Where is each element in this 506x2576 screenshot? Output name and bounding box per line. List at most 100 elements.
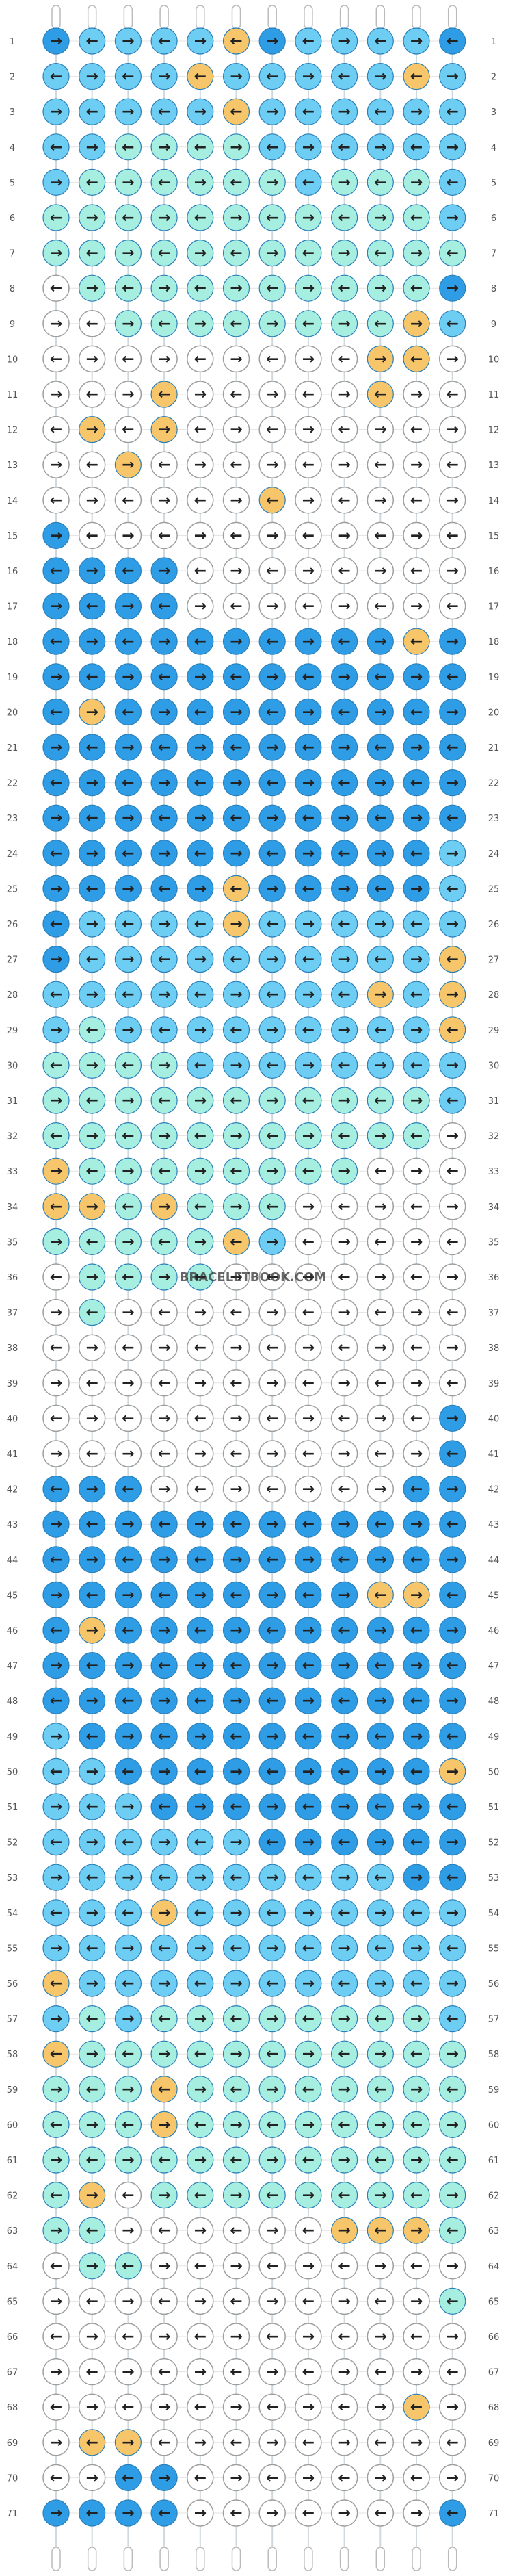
knot[interactable]: ← — [114, 1193, 142, 1220]
knot[interactable]: → — [150, 1829, 178, 1856]
knot[interactable]: ← — [42, 981, 70, 1008]
knot[interactable]: → — [367, 981, 394, 1008]
knot[interactable]: → — [79, 1546, 106, 1573]
knot[interactable]: ← — [367, 1652, 394, 1679]
knot[interactable]: ← — [187, 2323, 214, 2350]
knot[interactable]: → — [367, 2252, 395, 2280]
knot[interactable]: → — [114, 1440, 142, 1467]
knot[interactable]: → — [78, 1334, 106, 1361]
knot[interactable]: ← — [114, 1404, 142, 1432]
knot[interactable]: → — [42, 2005, 70, 2033]
knot[interactable]: ← — [403, 1617, 430, 1644]
knot[interactable]: ← — [42, 345, 70, 373]
knot[interactable]: → — [367, 840, 394, 867]
knot[interactable]: → — [331, 1016, 358, 1044]
knot[interactable]: ← — [295, 1793, 322, 1820]
knot[interactable]: → — [114, 2005, 142, 2033]
knot[interactable]: → — [114, 2076, 142, 2103]
knot[interactable]: → — [42, 2499, 70, 2527]
knot[interactable]: ← — [258, 981, 286, 1008]
knot[interactable]: → — [403, 1087, 430, 1114]
knot[interactable]: → — [367, 698, 394, 726]
knot[interactable]: → — [187, 592, 214, 620]
knot[interactable]: → — [403, 1934, 430, 1961]
knot[interactable]: ← — [150, 1934, 178, 1961]
knot[interactable]: → — [79, 769, 106, 797]
knot[interactable]: → — [258, 381, 286, 408]
knot[interactable]: ← — [367, 2429, 395, 2456]
knot[interactable]: ← — [42, 1829, 70, 1856]
knot[interactable]: ← — [42, 628, 70, 655]
knot[interactable]: → — [79, 1122, 106, 1150]
knot[interactable]: ← — [187, 1193, 214, 1220]
knot[interactable]: → — [331, 945, 358, 973]
knot[interactable]: ← — [187, 628, 214, 655]
knot[interactable]: ← — [79, 1228, 106, 1256]
knot[interactable]: ← — [295, 875, 322, 903]
knot[interactable]: → — [187, 2217, 214, 2244]
knot[interactable]: ← — [439, 1723, 466, 1750]
knot[interactable]: → — [114, 168, 142, 196]
knot[interactable]: ← — [150, 1369, 178, 1397]
knot[interactable]: → — [403, 945, 430, 973]
knot[interactable]: → — [438, 557, 466, 584]
knot[interactable]: ← — [403, 1687, 430, 1714]
knot[interactable]: → — [367, 1617, 394, 1644]
knot[interactable]: ← — [187, 2252, 214, 2280]
knot[interactable]: ← — [258, 2182, 286, 2209]
knot[interactable]: → — [295, 2323, 322, 2350]
knot[interactable]: ← — [222, 1864, 250, 1891]
knot[interactable]: → — [367, 1687, 394, 1714]
knot[interactable]: → — [439, 2182, 466, 2209]
knot[interactable]: → — [367, 1193, 395, 1220]
knot[interactable]: → — [222, 1122, 250, 1150]
knot[interactable]: ← — [367, 240, 394, 267]
knot[interactable]: → — [187, 1087, 214, 1114]
knot[interactable]: ← — [438, 451, 466, 478]
knot[interactable]: ← — [258, 2323, 286, 2350]
knot[interactable]: → — [403, 1298, 430, 1326]
knot[interactable]: ← — [403, 1546, 430, 1573]
knot[interactable]: ← — [295, 1087, 322, 1114]
knot[interactable]: → — [187, 945, 214, 973]
knot[interactable]: ← — [42, 1051, 70, 1079]
knot[interactable]: ← — [367, 734, 394, 761]
knot[interactable]: ← — [222, 451, 250, 478]
knot[interactable]: → — [42, 2358, 70, 2386]
knot[interactable]: → — [42, 1157, 70, 1185]
knot[interactable]: ← — [42, 2111, 70, 2138]
knot[interactable]: → — [295, 1122, 322, 1150]
knot[interactable]: → — [114, 1369, 142, 1397]
knot[interactable]: → — [403, 663, 430, 691]
knot[interactable]: → — [258, 1864, 286, 1891]
knot[interactable]: → — [150, 133, 178, 161]
knot[interactable]: → — [42, 310, 70, 337]
knot[interactable]: → — [114, 2499, 142, 2527]
knot[interactable]: ← — [331, 2040, 358, 2068]
knot[interactable]: ← — [295, 168, 322, 196]
knot[interactable]: ← — [258, 698, 286, 726]
knot[interactable]: → — [403, 1510, 430, 1538]
knot[interactable]: ← — [438, 592, 466, 620]
knot[interactable]: ← — [222, 381, 250, 408]
knot[interactable]: → — [258, 1157, 286, 1185]
knot[interactable]: → — [295, 274, 322, 302]
knot[interactable]: → — [295, 557, 322, 584]
knot[interactable]: ← — [222, 1016, 250, 1044]
knot[interactable]: → — [403, 734, 430, 761]
knot[interactable]: ← — [114, 487, 142, 514]
knot[interactable]: → — [114, 592, 142, 620]
knot[interactable]: ← — [222, 521, 250, 550]
knot[interactable]: → — [403, 2076, 430, 2103]
knot[interactable]: → — [42, 98, 70, 125]
knot[interactable]: → — [295, 698, 322, 726]
knot[interactable]: ← — [150, 1157, 178, 1185]
knot[interactable]: ← — [78, 310, 106, 337]
knot[interactable]: → — [42, 2217, 70, 2244]
knot[interactable]: ← — [114, 628, 142, 655]
knot[interactable]: ← — [150, 2358, 178, 2386]
knot[interactable]: ← — [367, 168, 394, 196]
knot[interactable]: ← — [114, 345, 142, 373]
knot[interactable]: ← — [114, 557, 142, 584]
knot[interactable]: → — [258, 1723, 286, 1750]
